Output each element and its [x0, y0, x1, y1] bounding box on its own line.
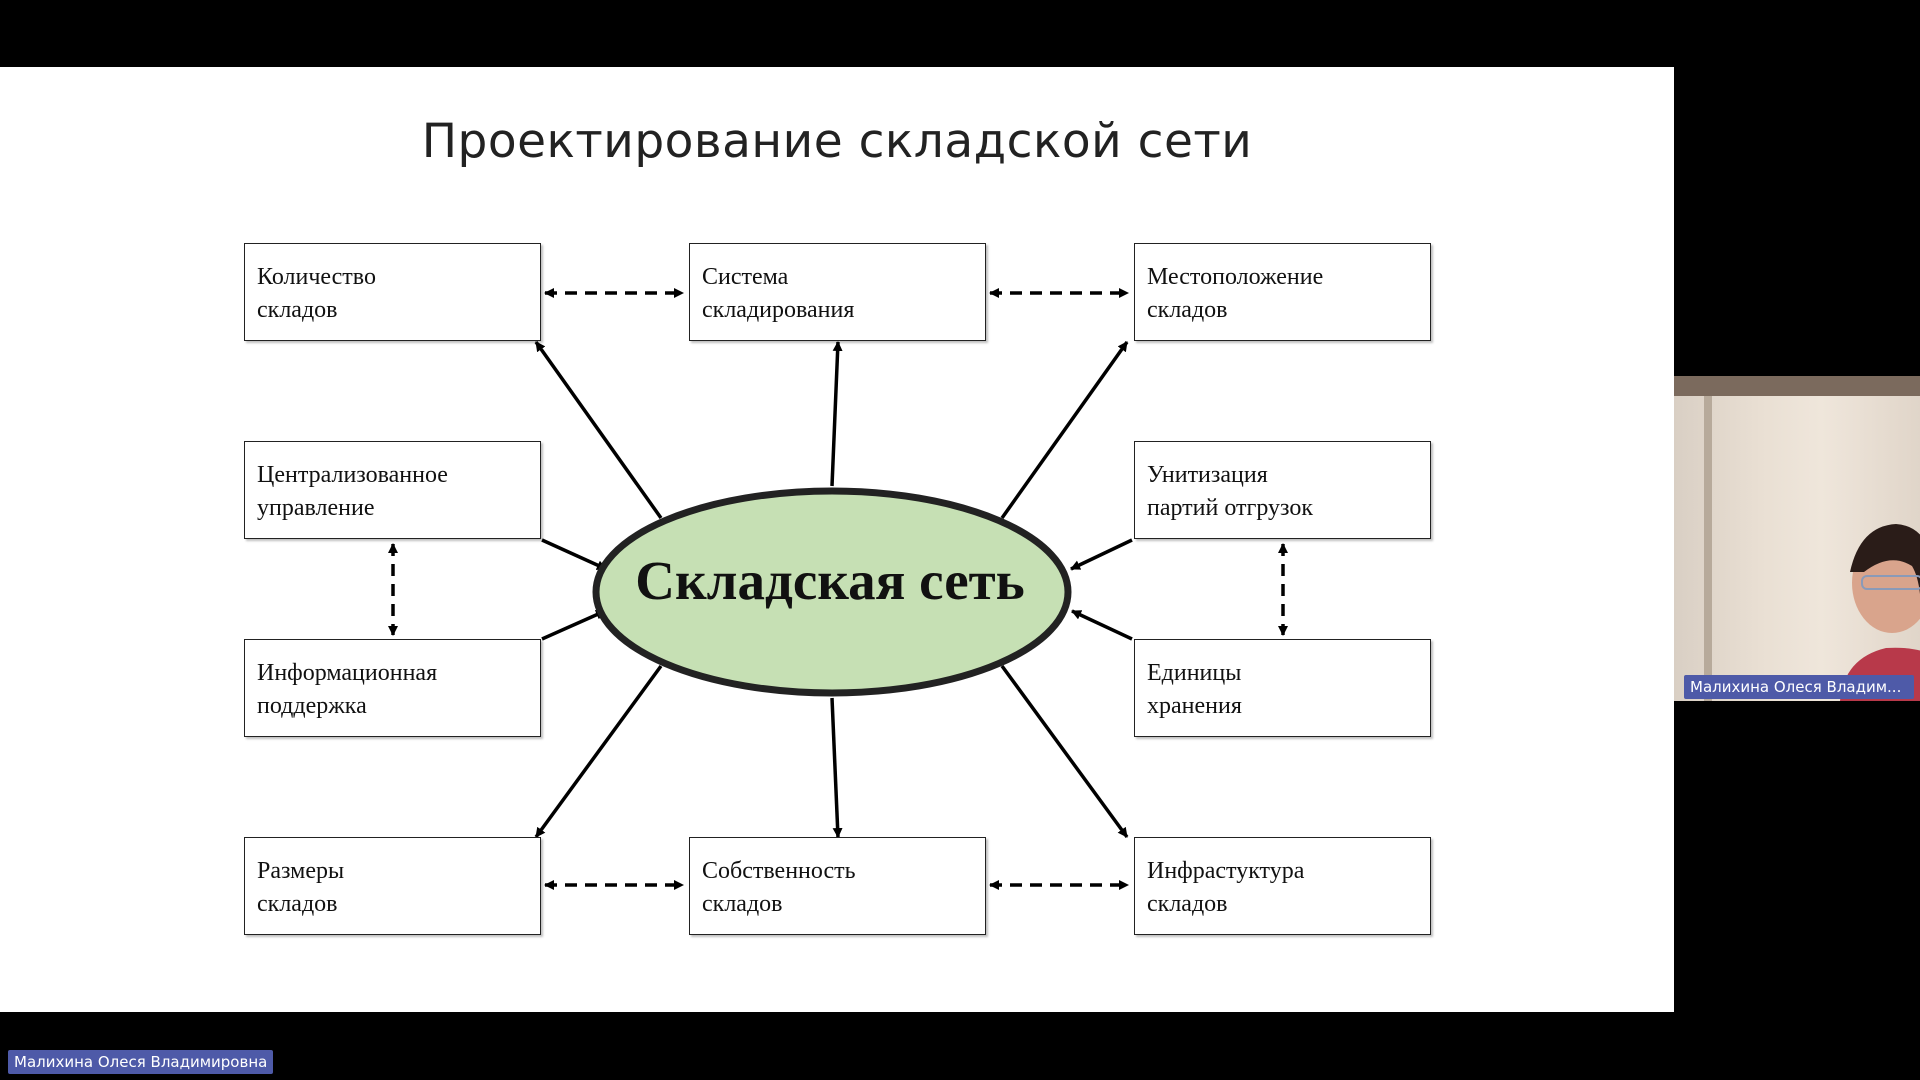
- diagram: [388, 288, 1288, 890]
- video-background: [1704, 396, 1712, 701]
- box-warehouse-sizes: Размеры складов: [244, 837, 541, 935]
- presentation-slide: Проектирование складской сети Складская …: [0, 67, 1674, 1012]
- box-line: Инфрастуктура: [1147, 858, 1305, 884]
- arrow: [541, 609, 606, 641]
- box-storage-system: Система складирования: [689, 243, 986, 341]
- arrow: [1070, 538, 1133, 571]
- arrow: [830, 341, 843, 487]
- arrow: [1000, 340, 1129, 520]
- box-line: складов: [1147, 891, 1228, 917]
- participant-video: [1840, 524, 1920, 701]
- hub-label: Складская сеть: [635, 550, 1025, 611]
- video-background: [1674, 376, 1920, 396]
- box-line: управление: [257, 495, 375, 521]
- box-line: Количество: [257, 264, 376, 290]
- box-line: складов: [257, 297, 338, 323]
- box-line: Централизованное: [257, 462, 448, 488]
- box-centralized-management: Централизованное управление: [244, 441, 541, 539]
- box-unitization: Унитизация партий отгрузок: [1134, 441, 1431, 539]
- box-ownership: Собственность складов: [689, 837, 986, 935]
- arrow: [541, 538, 607, 571]
- hub-ellipse: [592, 487, 1072, 697]
- box-information-support: Информационная поддержка: [244, 639, 541, 737]
- arrow: [830, 697, 843, 838]
- box-line: Система: [702, 264, 789, 290]
- box-location: Местоположение складов: [1134, 243, 1431, 341]
- box-storage-units: Единицы хранения: [1134, 639, 1431, 737]
- box-line: Унитизация: [1147, 462, 1268, 488]
- arrow: [1071, 609, 1133, 641]
- box-line: складов: [257, 891, 338, 917]
- arrow: [534, 340, 663, 520]
- box-line: Информационная: [257, 660, 438, 686]
- box-line: Местоположение: [1147, 264, 1324, 290]
- arrow: [1000, 664, 1129, 839]
- slide-title: Проектирование складской сети: [421, 114, 1253, 169]
- box-line: партий отгрузок: [1147, 495, 1314, 521]
- participant-video-tile[interactable]: Малихина Олеся Владим...: [1674, 376, 1920, 701]
- box-warehouse-count: Количество складов: [244, 243, 541, 341]
- box-line: Собственность: [702, 858, 856, 884]
- box-line: Размеры: [257, 858, 345, 884]
- box-infrastructure: Инфрастуктура складов: [1134, 837, 1431, 935]
- box-line: складов: [1147, 297, 1228, 323]
- speaker-name-tag: Малихина Олеся Владимировна: [8, 1050, 274, 1074]
- box-line: поддержка: [257, 693, 367, 719]
- arrow: [534, 664, 663, 839]
- box-line: складов: [702, 891, 783, 917]
- box-line: складирования: [702, 297, 855, 323]
- participant-name-tag: Малихина Олеся Владим...: [1684, 675, 1914, 699]
- box-line: Единицы: [1147, 660, 1242, 686]
- box-line: хранения: [1147, 693, 1242, 719]
